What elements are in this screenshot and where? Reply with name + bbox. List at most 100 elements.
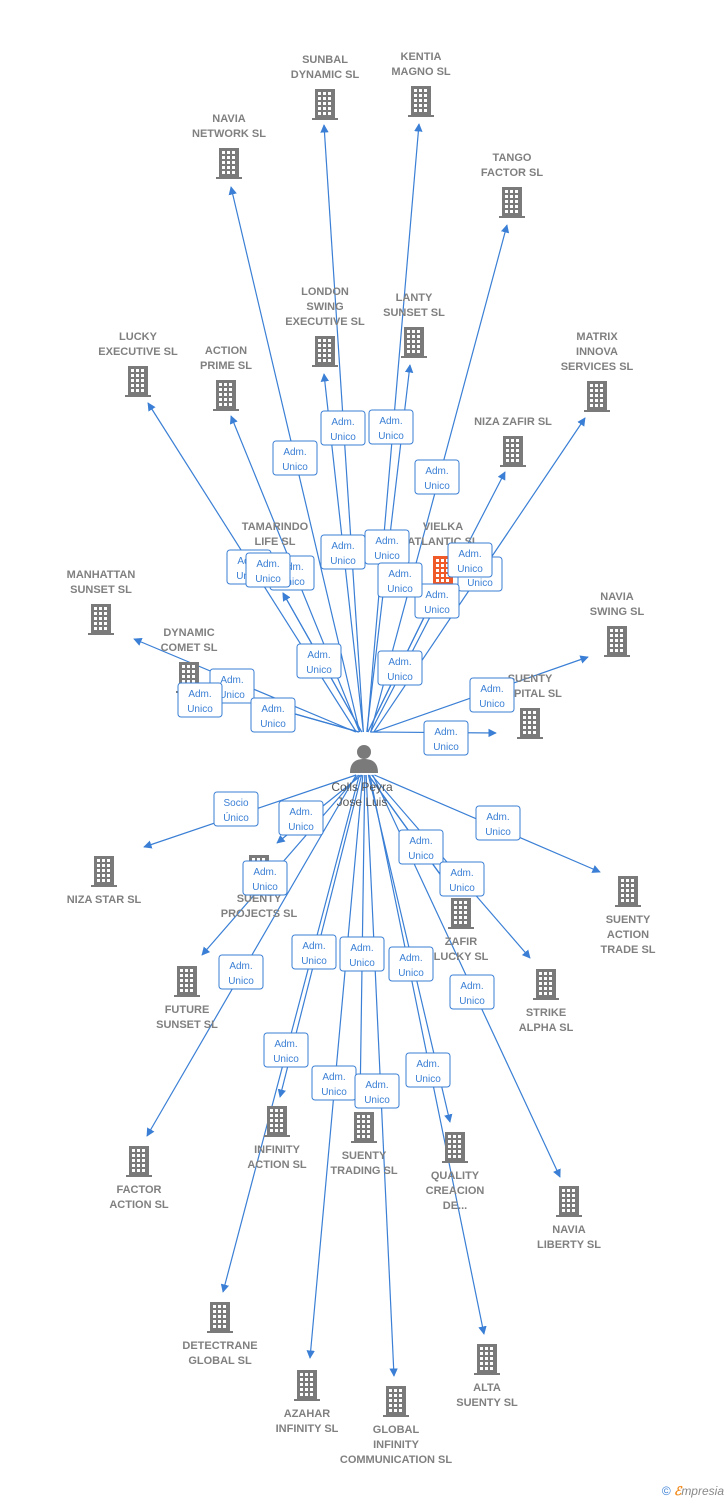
building-window xyxy=(528,711,531,714)
center-person-node[interactable]: Colls Peyra Jose Luis xyxy=(331,745,393,809)
building-icon xyxy=(448,898,474,929)
role-label-strike-alpha-21[interactable]: Adm.Unico xyxy=(439,861,485,897)
building-window xyxy=(533,726,536,729)
company-label-line: MAGNO SL xyxy=(391,66,451,78)
role-label-kentia-1[interactable]: Adm.Unico xyxy=(368,409,414,445)
role-label-suenty-capital-15[interactable]: Adm.Unico xyxy=(423,720,469,756)
role-label-lanty-5[interactable]: Adm.Unico xyxy=(364,529,410,565)
company-label-line: SUENTY xyxy=(237,893,282,905)
company-label-line: ACTION SL xyxy=(109,1199,169,1211)
role-label-text: Adm. xyxy=(220,675,243,686)
role-label-tango-3[interactable]: Adm.Unico xyxy=(414,459,460,495)
role-label-text: Adm. xyxy=(450,868,473,879)
building-window xyxy=(490,1362,493,1365)
role-label-factor-action-22[interactable]: Adm.Unico xyxy=(218,954,264,990)
role-label-vielka-33[interactable]: Adm.Unico xyxy=(447,542,493,578)
building-window xyxy=(459,911,462,914)
building-window xyxy=(480,1367,483,1370)
role-label-tamarindo-10[interactable]: Adm.Unico xyxy=(296,643,342,679)
building-window xyxy=(367,1125,370,1128)
role-label-london-4[interactable]: Adm.Unico xyxy=(320,534,366,570)
role-label-text: Adm. xyxy=(375,536,398,547)
role-label-text: Adm. xyxy=(388,569,411,580)
building-base xyxy=(88,633,114,635)
company-label-line: COMET SL xyxy=(161,642,218,654)
company-label-line: LONDON xyxy=(301,286,349,298)
role-label-suenty-action-trade-18[interactable]: Adm.Unico xyxy=(475,805,521,841)
role-label-quality-25[interactable]: Adm.Unico xyxy=(388,946,434,982)
building-window xyxy=(399,1394,402,1397)
building-window xyxy=(182,675,185,678)
building-window xyxy=(454,921,457,924)
company-node-quality[interactable]: QUALITYCREACIONDE... xyxy=(426,1132,485,1212)
role-label-sunbal-0[interactable]: Adm.Unico xyxy=(320,410,366,446)
role-label-dynamic-comet-32[interactable]: Adm.Unico xyxy=(177,682,223,718)
role-label-zafir-lucky-19[interactable]: Adm.Unico xyxy=(398,829,444,865)
company-node-niza-zafir[interactable]: NIZA ZAFIR SL xyxy=(474,416,552,467)
building-window xyxy=(419,99,422,102)
role-label-azahar-28[interactable]: Adm.Unico xyxy=(311,1065,357,1101)
role-label-tamarindo-34[interactable]: Adm.Unico xyxy=(245,552,291,588)
role-label-text: Unico xyxy=(364,1095,390,1106)
role-label-navia-swing-13[interactable]: Adm.Unico xyxy=(250,697,296,733)
building-window xyxy=(412,330,415,333)
role-label-suenty-projects-17[interactable]: Adm.Unico xyxy=(278,800,324,836)
role-label-text: Unico xyxy=(228,976,254,987)
role-label-detectrane-27[interactable]: Adm.Unico xyxy=(263,1032,309,1068)
building-window xyxy=(218,1325,221,1328)
role-label-navia-liberty-26[interactable]: Adm.Unico xyxy=(449,974,495,1010)
company-label-line: COMMUNICATION SL xyxy=(340,1454,453,1466)
company-node-niza-star[interactable]: NIZA STAR SL xyxy=(67,856,142,906)
building-base xyxy=(584,410,610,412)
role-label-infinity-action-23[interactable]: Adm.Unico xyxy=(291,934,337,970)
role-label-navia-network-2[interactable]: Adm.Unico xyxy=(272,440,318,476)
role-label-text: Unico xyxy=(459,996,485,1007)
company-label-line: GLOBAL xyxy=(373,1424,420,1436)
role-label-zafir-lucky-31[interactable]: Adm.Unico xyxy=(377,562,423,598)
building-window xyxy=(131,384,134,387)
building-window xyxy=(600,404,603,407)
role-label-alta-suenty-30[interactable]: Adm.Unico xyxy=(405,1052,451,1088)
building-base xyxy=(604,655,630,657)
role-label-suenty-trading-24[interactable]: Adm.Unico xyxy=(339,936,385,972)
building-window xyxy=(626,899,629,902)
building-window xyxy=(490,1347,493,1350)
building-icon xyxy=(264,1106,290,1137)
role-label-vielka-11[interactable]: Adm.Unico xyxy=(377,650,423,686)
building-window xyxy=(615,649,618,652)
role-label-box xyxy=(339,936,385,972)
role-label-niza-zafir-9[interactable]: Adm.Unico xyxy=(414,583,460,619)
building-window xyxy=(219,398,222,401)
building-window xyxy=(394,1404,397,1407)
role-label-dynamic-comet-14[interactable]: Adm.Unico xyxy=(469,677,515,713)
role-label-global-infinity-29[interactable]: Adm.Unico xyxy=(354,1073,400,1109)
role-label-future-sunset-20[interactable]: Adm.Unico xyxy=(242,860,288,896)
building-window xyxy=(131,374,134,377)
